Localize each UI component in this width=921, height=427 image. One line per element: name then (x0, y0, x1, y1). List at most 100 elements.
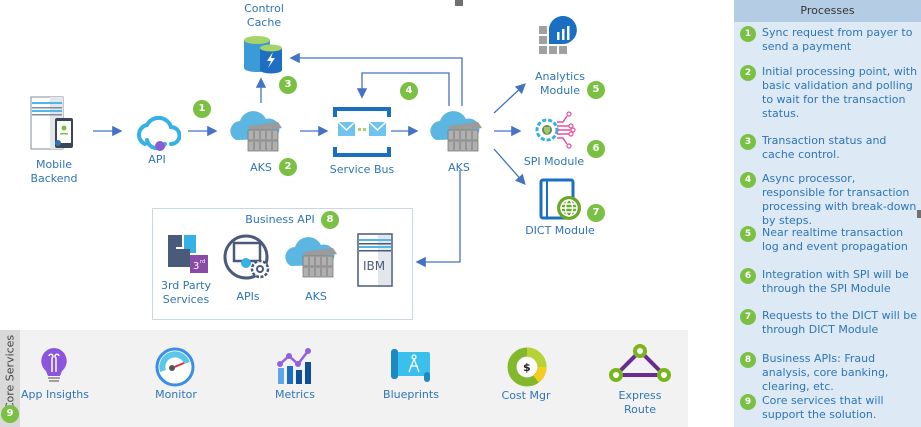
bar-chart-icon (277, 348, 311, 384)
mobile-backend-label: Mobile Backend (26, 158, 82, 186)
analytics-label: Analytics Module (532, 70, 588, 98)
third-party-label: 3rd Party Services (156, 279, 216, 307)
cost-donut-icon: $ (507, 347, 547, 387)
service-bus-icon (333, 107, 391, 157)
aks-1-label: AKS (250, 161, 272, 174)
step-badge-2: 2 (279, 158, 297, 176)
process-item: 2 Initial processing point, with basic va… (740, 65, 920, 121)
arrow-aks-servicebus-loop (356, 72, 450, 106)
cost-mgr-label: Cost Mgr (501, 389, 551, 402)
step-badge-9: 9 (1, 405, 19, 423)
process-text: Integration with SPI will be through the… (762, 268, 909, 295)
process-text: Core services that will support the solu… (762, 394, 884, 421)
process-text: Initial processing point, with basic val… (762, 65, 918, 120)
spi-module-icon (535, 111, 576, 149)
aks-icon (430, 111, 482, 152)
redis-cache-icon (244, 36, 282, 74)
monitor-label: Monitor (155, 388, 197, 401)
analytics-icon (539, 16, 577, 54)
apis-label: APIs (236, 290, 260, 303)
express-route-label: Express Route (612, 389, 668, 417)
process-text: Requests to the DICT will be through DIC… (762, 309, 918, 336)
svg-text:3: 3 (193, 261, 199, 272)
process-number-badge: 3 (740, 134, 756, 150)
aks-3-label: AKS (305, 290, 327, 303)
arrow-aks-businessapi (415, 170, 461, 268)
svg-text:$: $ (523, 361, 531, 374)
process-number-badge: 1 (740, 26, 756, 42)
arrow-aks-analytics (493, 83, 526, 114)
blueprint-icon (391, 349, 430, 382)
analytics-label-line2: Module (540, 84, 580, 97)
process-item: 8 Business APIs: Fraud analysis, core ban… (740, 352, 920, 394)
express-route-label-line2: Route (624, 403, 656, 416)
metrics-label: Metrics (275, 388, 315, 401)
resize-handle (455, 0, 463, 6)
step-badge-8: 8 (321, 211, 339, 229)
process-text: Async processor, responsible for transac… (762, 172, 917, 227)
express-route-label-line1: Express (618, 389, 662, 402)
mobile-backend-label-line1: Mobile (35, 158, 73, 171)
mobile-backend-icon (30, 96, 73, 150)
aks-2-label: AKS (448, 161, 470, 174)
ibm-server-icon: IBM (357, 233, 393, 287)
control-cache-label-line1: Control (244, 2, 284, 15)
api-management-icon (136, 115, 181, 151)
processes-title: Processes (734, 0, 921, 22)
process-item: 6 Integration with SPI will be through th… (740, 268, 920, 296)
third-party-label-line1: 3rd Party (160, 279, 212, 292)
dict-module-label: DICT Module (525, 224, 595, 237)
process-number-badge: 7 (740, 309, 756, 325)
resize-handle (917, 210, 921, 218)
arrow-aks-dict (493, 148, 526, 185)
process-item: 4 Async processor, responsible for transa… (740, 172, 920, 228)
business-api-label: Business API (245, 213, 315, 226)
step-badge-1: 1 (193, 100, 211, 118)
aks-icon (285, 237, 337, 278)
core-services-title: Core Services (3, 334, 17, 411)
lightbulb-icon (41, 348, 67, 382)
third-party-services-icon: 3 rd (168, 235, 208, 273)
process-item: 1 Sync request from payer to send a payme… (740, 26, 920, 54)
process-text: Near realtime transaction log and event … (762, 226, 908, 253)
third-party-label-line2: Services (162, 293, 210, 306)
gauge-icon (155, 347, 195, 387)
process-number-badge: 4 (740, 172, 756, 188)
control-cache-label: Control Cache (236, 2, 292, 30)
process-item: 9 Core services that will support the sol… (740, 394, 920, 422)
aks-icon (230, 111, 282, 152)
processes-panel: Processes 1 Sync request from payer to se… (734, 0, 921, 427)
service-bus-label: Service Bus (329, 163, 395, 176)
analytics-label-line1: Analytics (535, 70, 585, 83)
process-number-badge: 9 (740, 394, 756, 410)
process-text: Sync request from payer to send a paymen… (762, 26, 913, 53)
process-item: 5 Near realtime transaction log and event… (740, 226, 920, 254)
core-services-sidebar: Core Services (0, 330, 20, 427)
spi-module-label: SPI Module (523, 155, 585, 168)
step-badge-6: 6 (587, 140, 605, 158)
process-text: Business APIs: Fraud analysis, core bank… (762, 352, 889, 393)
process-number-badge: 2 (740, 65, 756, 81)
step-badge-3: 3 (279, 76, 297, 94)
step-badge-5: 5 (587, 81, 605, 99)
core-services-band (0, 330, 688, 427)
control-cache-label-line2: Cache (246, 16, 282, 29)
apis-icon (223, 234, 270, 280)
process-number-badge: 5 (740, 226, 756, 242)
api-label: API (148, 153, 166, 166)
ibm-text: IBM (363, 259, 385, 273)
mobile-backend-label-line2: Backend (30, 172, 78, 185)
process-number-badge: 8 (740, 352, 756, 368)
step-badge-4: 4 (400, 82, 418, 100)
step-badge-7: 7 (587, 204, 605, 222)
app-insights-label: App Insigths (21, 388, 89, 401)
svg-text:rd: rd (200, 259, 205, 265)
arrow-aks-cache-return (289, 52, 463, 106)
process-number-badge: 6 (740, 268, 756, 284)
process-item: 7 Requests to the DICT will be through DI… (740, 309, 920, 337)
process-item: 3 Transaction status and cache control. (740, 134, 920, 162)
blueprints-label: Blueprints (383, 388, 439, 401)
process-text: Transaction status and cache control. (762, 134, 887, 161)
dict-module-icon (539, 178, 581, 220)
